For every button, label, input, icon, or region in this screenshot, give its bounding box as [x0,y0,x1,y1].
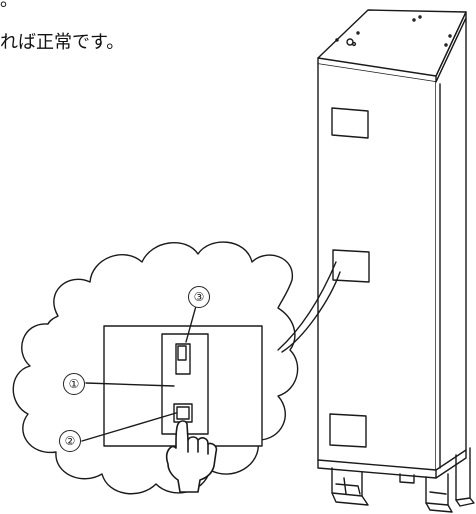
caption-fragment-top: 。 [0,0,18,11]
leader-line-1 [85,382,175,387]
caption-main-text: れば正常です。 [0,32,125,53]
leader-line-3 [185,305,197,343]
callout-number-1: ① [63,373,85,395]
leader-line-2 [81,412,177,442]
callout-number-2: ② [59,430,81,452]
pointing-hand-icon [165,420,218,493]
callout-number-3: ③ [188,286,210,308]
water-heater-unit [317,9,475,513]
